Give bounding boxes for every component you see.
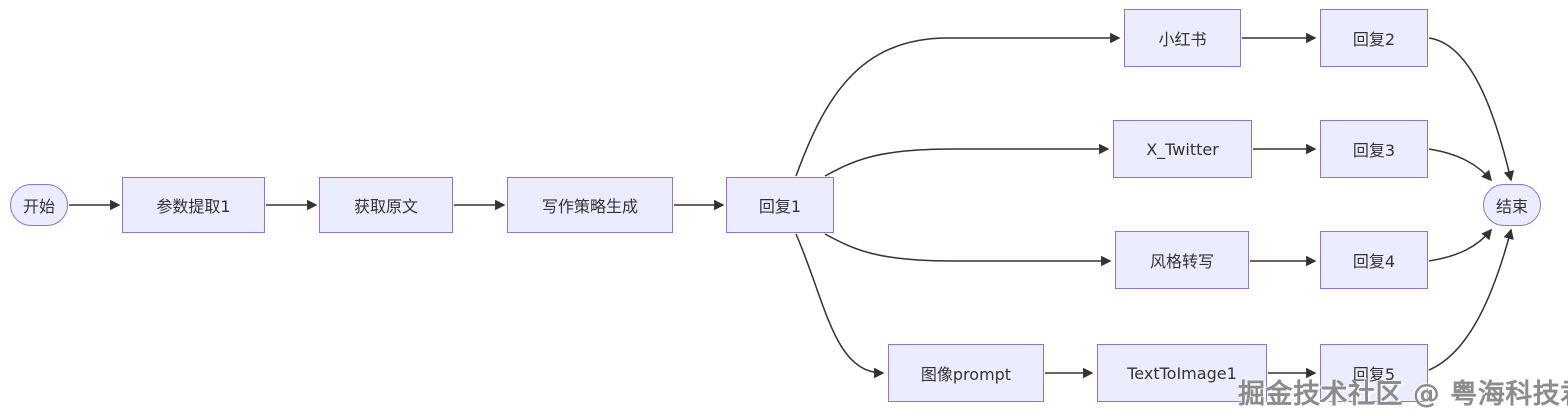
node-reply-4: 回复4 — [1320, 231, 1428, 289]
edge-reply-1-to-xiaohongshu — [795, 32, 1121, 177]
node-reply-3: 回复3 — [1320, 120, 1428, 178]
edge-reply-1-to-style-rewrite — [824, 233, 1112, 267]
node-writing-strategy: 写作策略生成 — [507, 177, 673, 233]
node-style-rewrite: 风格转写 — [1115, 231, 1249, 289]
node-fetch-original: 获取原文 — [319, 177, 453, 233]
edge-reply-1-to-image-prompt — [795, 233, 885, 379]
node-reply-5: 回复5 — [1320, 344, 1428, 402]
edge-reply-1-to-x-twitter — [824, 143, 1110, 177]
node-param-extract-1: 参数提取1 — [122, 177, 265, 233]
edge-reply-5-to-end — [1428, 228, 1514, 371]
node-image-prompt: 图像prompt — [888, 344, 1044, 402]
node-text-to-image-1: TextToImage1 — [1097, 344, 1267, 402]
node-end: 结束 — [1483, 184, 1541, 226]
edge-reply-2-to-end — [1428, 37, 1515, 182]
node-xiaohongshu: 小红书 — [1124, 9, 1241, 67]
node-reply-2: 回复2 — [1320, 9, 1428, 67]
node-x-twitter: X_Twitter — [1113, 120, 1252, 178]
edge-reply-3-to-end — [1428, 148, 1493, 182]
node-reply-1: 回复1 — [726, 177, 834, 233]
watermark-text: 掘金技术社区 @ 粤海科技君 — [1238, 379, 1568, 410]
node-start: 开始 — [10, 184, 68, 226]
edge-reply-4-to-end — [1428, 228, 1492, 262]
